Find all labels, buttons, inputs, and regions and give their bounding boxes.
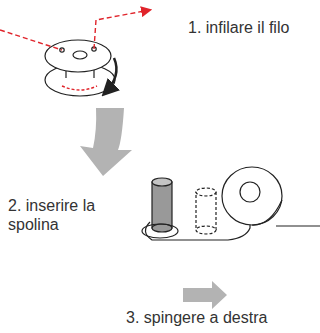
step-label: 3. spingere a destra — [126, 308, 316, 327]
bobbin-winder — [142, 167, 320, 240]
direction-arrow — [80, 108, 132, 176]
thread — [94, 10, 150, 49]
step-label: 1. infilare il filo — [188, 18, 306, 37]
thread — [0, 30, 62, 50]
push-arrow — [183, 281, 227, 309]
rotation-arrow — [104, 58, 116, 94]
step-label: 2. inserire la spolina — [8, 196, 126, 234]
